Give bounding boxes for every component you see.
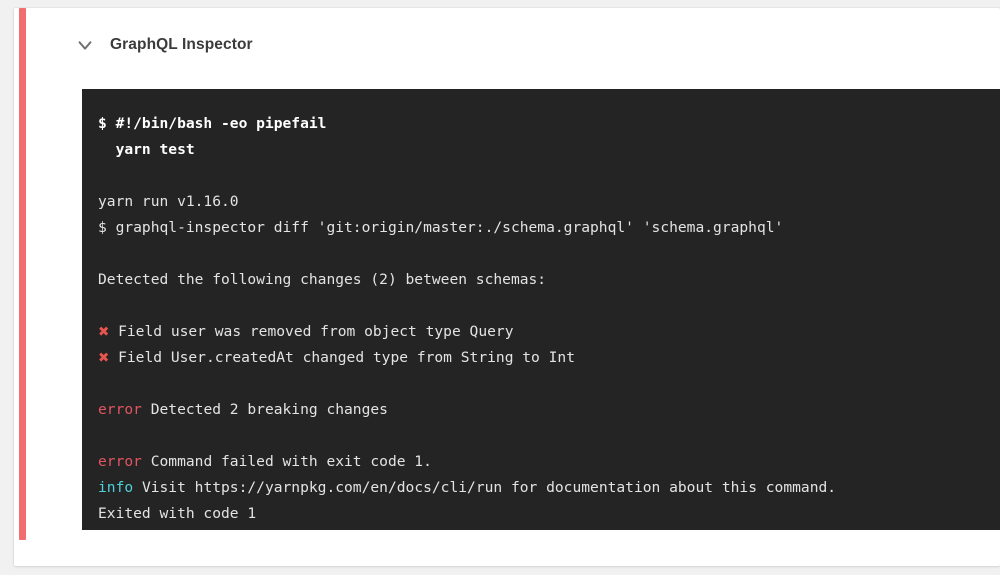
console-line: Detected the following changes (2) betwe… — [98, 267, 1000, 293]
console-line: $ graphql-inspector diff 'git:origin/mas… — [98, 215, 1000, 241]
console-change-text: Field User.createdAt changed type from S… — [109, 349, 575, 366]
console-level-message: Detected 2 breaking changes — [141, 401, 388, 418]
console-line: error Command failed with exit code 1. — [98, 449, 1000, 475]
console-line: yarn run v1.16.0 — [98, 189, 1000, 215]
console-plain-text: yarn run v1.16.0 — [98, 193, 239, 210]
page-title: GraphQL Inspector — [110, 36, 253, 53]
console-command-text: $ #!/bin/bash -eo pipefail — [98, 115, 327, 132]
status-rail-failed — [19, 8, 26, 540]
console-line: ✖ Field user was removed from object typ… — [98, 319, 1000, 345]
console-line: yarn test — [98, 137, 1000, 163]
console-line: $ #!/bin/bash -eo pipefail — [98, 111, 1000, 137]
console-level-info: info — [98, 479, 134, 496]
console-change-text: Field user was removed from object type … — [109, 323, 514, 340]
console-line — [98, 371, 1000, 397]
console-level-error: error — [98, 401, 142, 418]
step-card: GraphQL Inspector $ #!/bin/bash -eo pipe… — [14, 8, 1000, 566]
console-command-text: yarn test — [98, 141, 195, 158]
console-plain-text: $ graphql-inspector diff 'git:origin/mas… — [98, 219, 784, 236]
chevron-down-icon[interactable] — [74, 34, 96, 56]
console-line: ✖ Field User.createdAt changed type from… — [98, 345, 1000, 371]
console-line: Exited with code 1 — [98, 501, 1000, 527]
console-line — [98, 163, 1000, 189]
console-level-error: error — [98, 453, 142, 470]
console-line — [98, 241, 1000, 267]
console-lines: $ #!/bin/bash -eo pipefail yarn test yarn… — [98, 111, 1000, 527]
console-plain-text: Exited with code 1 — [98, 505, 257, 522]
console-line — [98, 423, 1000, 449]
error-cross-icon: ✖ — [98, 350, 110, 366]
console-output[interactable]: $ #!/bin/bash -eo pipefail yarn test yarn… — [82, 89, 1000, 530]
step-header-toggle[interactable]: GraphQL Inspector — [58, 16, 1000, 74]
console-line — [98, 293, 1000, 319]
console-level-message: Command failed with exit code 1. — [141, 453, 432, 470]
console-line: info Visit https://yarnpkg.com/en/docs/c… — [98, 475, 1000, 501]
console-line: error Detected 2 breaking changes — [98, 397, 1000, 423]
console-plain-text: Detected the following changes (2) betwe… — [98, 271, 547, 288]
console-level-message: Visit https://yarnpkg.com/en/docs/cli/ru… — [133, 479, 837, 496]
error-cross-icon: ✖ — [98, 324, 110, 340]
